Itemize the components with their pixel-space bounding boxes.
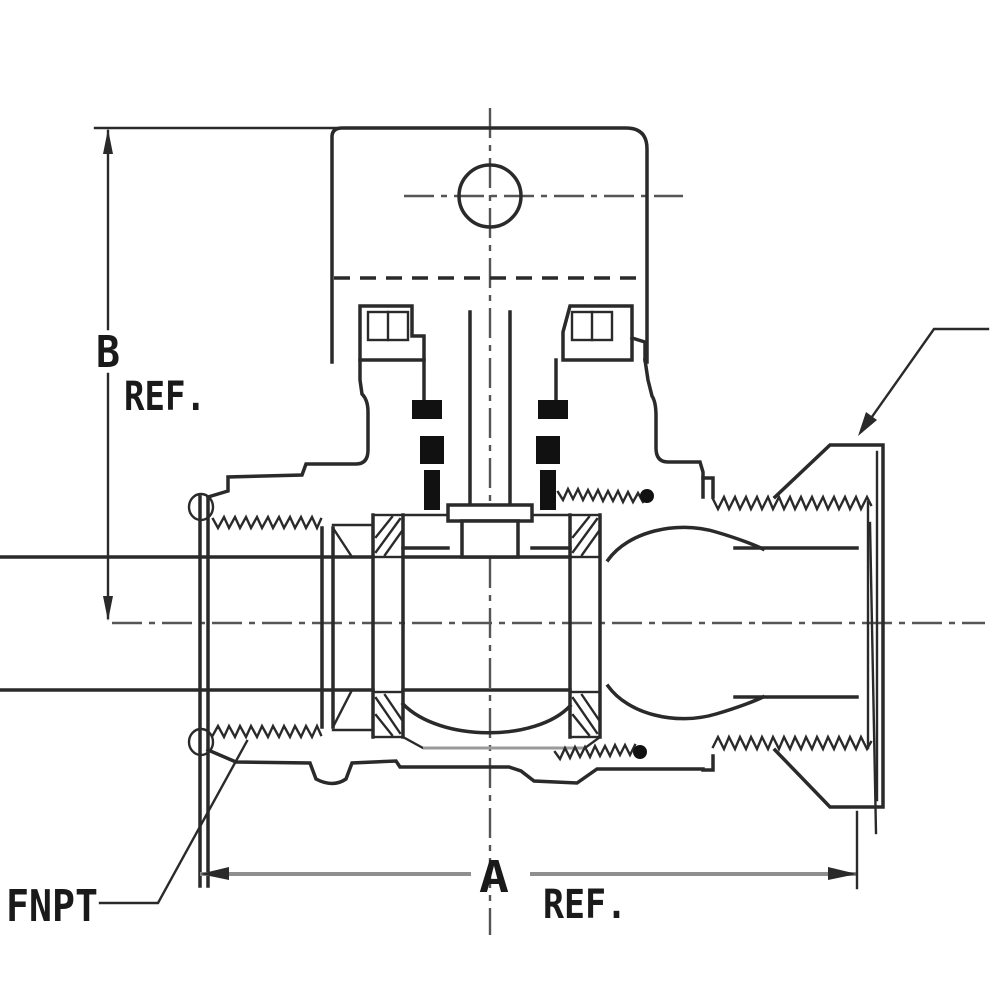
tailpiece-dome-top xyxy=(605,525,766,563)
seal-ring xyxy=(424,470,440,510)
fnpt-port xyxy=(187,492,375,888)
dimension-b-arrow-down xyxy=(103,596,113,621)
fnpt-threads-bottom xyxy=(211,723,323,740)
dimension-b: B REF. xyxy=(93,126,343,621)
seat-right xyxy=(568,513,602,739)
valve-ball xyxy=(400,503,602,750)
seat-left xyxy=(371,513,405,739)
seat-hatch xyxy=(374,693,404,737)
tailpiece-dome-bottom xyxy=(605,683,766,721)
handle-hole xyxy=(457,163,523,229)
valve-handle xyxy=(330,126,649,364)
stem-flange xyxy=(446,503,534,523)
nut-callout xyxy=(858,327,990,436)
stem-tang xyxy=(460,519,520,559)
packing-seals xyxy=(412,400,568,510)
dimension-a: A REF. xyxy=(200,810,859,928)
seal-ring xyxy=(540,470,556,510)
seat-hatch xyxy=(571,693,601,737)
fnpt-threads-top xyxy=(211,514,323,531)
union-threads-top xyxy=(711,494,873,512)
body-outline-top xyxy=(205,358,705,500)
gland-cap-right xyxy=(561,304,634,362)
valve-stem xyxy=(468,310,512,507)
coupling-nut xyxy=(772,443,885,835)
stem-packing-left xyxy=(358,304,426,402)
stem-packing-right xyxy=(554,304,647,402)
union-threads-bottom xyxy=(711,734,873,752)
insert-threads-bottom xyxy=(553,742,637,762)
thread-relief-loop xyxy=(187,727,215,757)
seal-ring xyxy=(412,400,442,419)
seal-ring xyxy=(538,400,568,419)
dimension-b-arrow-up xyxy=(103,129,113,154)
dimension-a-label: A xyxy=(479,852,509,903)
fnpt-leader-line xyxy=(98,739,249,905)
dimension-a-arrow-right xyxy=(828,867,857,880)
insert-threads-top xyxy=(556,486,645,505)
seat-hatch xyxy=(571,515,601,557)
seal-ring xyxy=(420,436,444,464)
nut-leader-arrow xyxy=(858,412,877,436)
handle-outline xyxy=(330,126,649,364)
seat-hatch xyxy=(374,515,404,557)
bore-chamfer xyxy=(331,526,354,729)
fnpt-callout: FNPT xyxy=(6,739,249,932)
dimension-a-arrow-left xyxy=(200,867,229,880)
dimension-b-ref-label: REF. xyxy=(124,374,206,420)
ball-bottom-arc xyxy=(400,701,573,735)
gland-cap-left xyxy=(358,304,426,362)
nut-leader-line xyxy=(860,327,990,433)
nut-outline xyxy=(772,443,885,809)
seal-ring xyxy=(536,436,560,464)
dimension-b-label: B xyxy=(96,327,120,378)
fnpt-label: FNPT xyxy=(6,881,98,932)
dimension-a-ref-label: REF. xyxy=(543,882,627,928)
tailpiece xyxy=(553,486,766,762)
body-outline-bottom xyxy=(205,747,705,786)
thread-relief-loop xyxy=(187,492,215,522)
